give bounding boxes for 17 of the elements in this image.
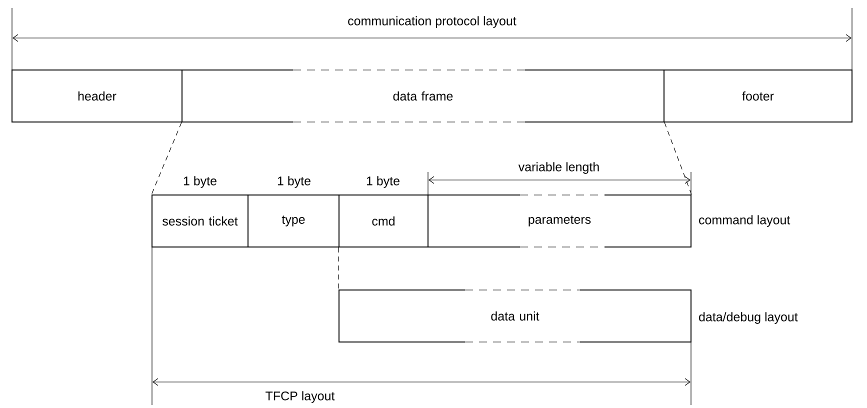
projection-line (664, 122, 692, 195)
field-box: data unit (338, 290, 692, 342)
field-box: footer (664, 70, 852, 122)
dimension-label: variable length (518, 162, 599, 174)
field-box: parameters (428, 194, 692, 248)
field-box: type (248, 194, 340, 248)
field-box: header (12, 70, 182, 122)
projection-line (338, 247, 339, 290)
size-label: 1 byte (184, 176, 216, 188)
projection-line (151, 122, 182, 195)
dimension-label: communication protocol layout (348, 16, 516, 28)
dimension-label: TFCP layout (266, 391, 335, 403)
field-box: data frame (182, 70, 664, 122)
size-label: 1 byte (278, 176, 310, 188)
field-box: session ticket (152, 194, 248, 248)
field-box: cmd (338, 194, 428, 248)
size-label: 1 byte (366, 176, 400, 188)
